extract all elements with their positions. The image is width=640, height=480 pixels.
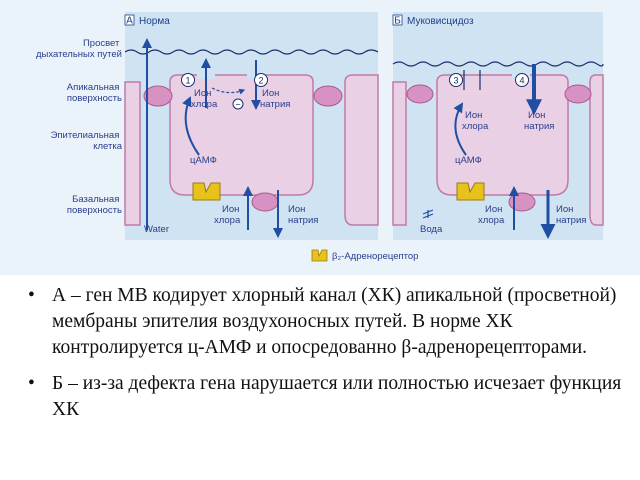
bullet-b-marker: • bbox=[28, 373, 35, 394]
panel-a-na-ion-label: Ион натрия bbox=[260, 88, 290, 110]
panel-a-right-cell bbox=[344, 74, 379, 226]
panel-a: 1 2 − bbox=[124, 12, 379, 240]
panel-a-letter-box bbox=[124, 14, 135, 26]
panel-a-marker-2: 2 bbox=[258, 76, 263, 86]
panel-a-minus-sign: − bbox=[235, 100, 240, 110]
panel-b-marker-3: 3 bbox=[453, 76, 458, 86]
panel-b-cl-ion-label: Ион хлора bbox=[462, 110, 489, 132]
panel-a-center-cell bbox=[169, 74, 314, 196]
panel-a-cl-ion-label: Ион хлора bbox=[191, 88, 218, 110]
panel-b-title: Муковисцидоз bbox=[407, 16, 474, 27]
panel-a-marker-2-circle bbox=[254, 73, 268, 87]
panel-a-minus-circle bbox=[232, 98, 244, 110]
panel-b-marker-4-circle bbox=[515, 73, 529, 87]
panel-b-lumen-fluid bbox=[392, 61, 604, 67]
caption-bullets: • А – ген МВ кодирует хлорный канал (ХК)… bbox=[28, 283, 628, 433]
panel-a-title: Норма bbox=[139, 16, 170, 27]
panel-b-basal-na-label: Ион натрия bbox=[556, 204, 586, 226]
legend-text: β₂-Адренорецептор bbox=[332, 251, 418, 262]
panel-a-camp-label: цАМФ bbox=[190, 155, 217, 166]
panel-a-water-label: Water bbox=[144, 224, 169, 235]
panel-b-water-blocked-bar-2 bbox=[422, 213, 434, 219]
panel-b: 3 4 bbox=[392, 12, 604, 240]
panel-a-basal-na-label: Ион натрия bbox=[288, 204, 318, 226]
side-label-epithelial: Эпителиальная клетка bbox=[51, 130, 123, 152]
panel-b-basal-cl-label: Ион хлора bbox=[478, 204, 505, 226]
panel-a-inhibition-arrow bbox=[211, 87, 246, 95]
panel-a-letter: А bbox=[126, 16, 133, 27]
panel-a-tight-junction-right bbox=[313, 85, 343, 107]
panel-b-marker-4: 4 bbox=[519, 76, 524, 86]
panel-b-letter-box bbox=[392, 14, 403, 26]
panel-a-marker-1-circle bbox=[181, 73, 195, 87]
panel-b-tight-junction-left bbox=[406, 84, 434, 104]
cf-mechanism-diagram: 1 2 − А Норма Ион хлора Ион натрия цАМФ … bbox=[0, 0, 640, 275]
side-label-basal: Базальная поверхность bbox=[67, 194, 122, 216]
bullet-b-text: Б – из-за дефекта гена нарушается или по… bbox=[52, 373, 622, 420]
bullet-a: • А – ген МВ кодирует хлорный канал (ХК)… bbox=[28, 283, 628, 361]
panel-b-camp-arrow bbox=[453, 102, 467, 156]
panel-b-water-blocked-bar-1 bbox=[422, 209, 434, 215]
panel-b-basal-channel bbox=[508, 192, 536, 212]
side-label-lumen: Просвет дыхательных путей bbox=[36, 38, 122, 60]
panel-a-camp-arrow bbox=[182, 96, 200, 156]
panel-b-left-cell bbox=[392, 81, 407, 226]
panel-b-right-cell bbox=[589, 74, 604, 226]
panel-a-tight-junction-left bbox=[143, 85, 173, 107]
panel-b-beta2-receptor bbox=[456, 182, 485, 201]
panel-a-marker-1: 1 bbox=[185, 76, 190, 86]
panel-b-camp-label: цАМФ bbox=[455, 155, 482, 166]
panel-b-letter: Б bbox=[394, 16, 401, 27]
bullet-a-marker: • bbox=[28, 285, 35, 306]
panel-b-marker-3-circle bbox=[449, 73, 463, 87]
panel-b-na-ion-label: Ион натрия bbox=[524, 110, 554, 132]
panel-a-left-cell bbox=[124, 81, 141, 226]
panel-b-water-label: Вода bbox=[420, 224, 443, 235]
panel-a-basal-channel bbox=[251, 192, 279, 212]
panel-a-basal-cl-label: Ион хлора bbox=[214, 204, 242, 226]
panel-b-tight-junction-right bbox=[564, 84, 592, 104]
panel-a-lumen-fluid bbox=[124, 49, 379, 55]
panel-a-beta2-receptor bbox=[192, 182, 221, 201]
bullet-a-text: А – ген МВ кодирует хлорный канал (ХК) а… bbox=[52, 285, 617, 358]
side-label-apical: Апикальная поверхность bbox=[67, 82, 122, 104]
bullet-b: • Б – из-за дефекта гена нарушается или … bbox=[28, 371, 628, 423]
legend-receptor-icon bbox=[311, 249, 328, 262]
